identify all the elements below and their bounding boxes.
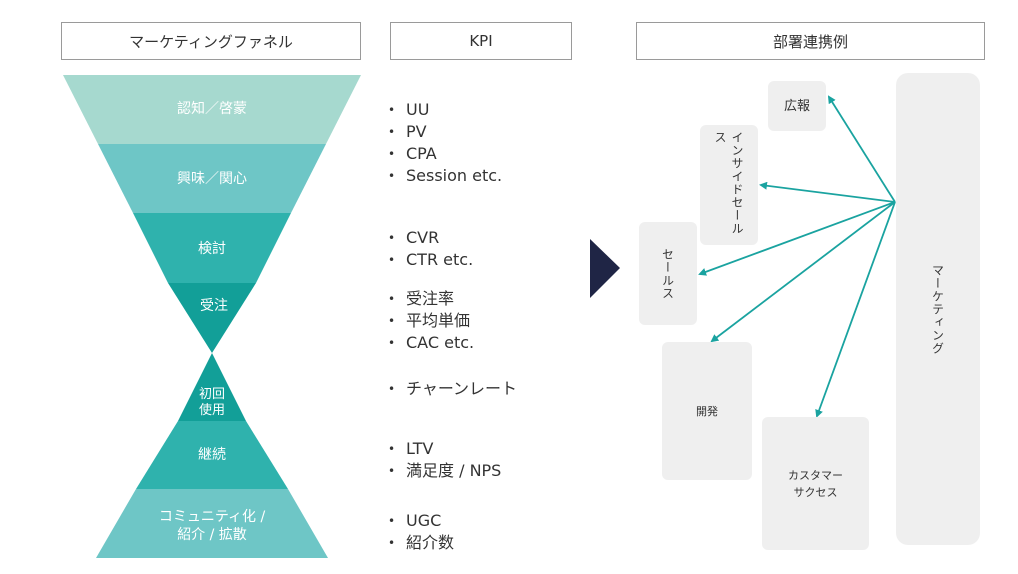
- kpi-item: Session etc.: [388, 165, 502, 187]
- funnel-label-first-use-2: 使用: [199, 402, 225, 418]
- arrow-right-icon: [590, 239, 620, 298]
- dept-sales: セールス: [639, 222, 697, 325]
- dept-inside-sales-label: インサイドセールス: [713, 131, 744, 235]
- kpi-item: PV: [388, 121, 502, 143]
- funnel-stage-interest: [98, 144, 326, 213]
- dept-sales-label: セールス: [660, 247, 675, 300]
- funnel-label-retention: 継続: [198, 446, 226, 463]
- kpi-item: チャーンレート: [388, 378, 517, 400]
- dept-header: 部署連携例: [636, 22, 985, 60]
- funnel-label-first-use-1: 初回: [199, 387, 225, 402]
- kpi-list-awareness: UU PV CPA Session etc.: [388, 99, 502, 187]
- funnel-label-awareness: 認知／啓蒙: [177, 100, 247, 117]
- kpi-item: 受注率: [388, 288, 474, 310]
- funnel-stage-retention: [136, 421, 288, 489]
- dept-inside-sales: インサイドセールス: [700, 125, 758, 245]
- dept-dev-label: 開発: [696, 404, 718, 418]
- funnel-label-community-2: 紹介 / 拡散: [177, 527, 247, 543]
- funnel-stage-order: [168, 283, 256, 353]
- kpi-list-consideration: CVR CTR etc.: [388, 227, 473, 271]
- kpi-item: CVR: [388, 227, 473, 249]
- funnel-stage-awareness: [63, 75, 361, 144]
- dept-dev: 開発: [662, 342, 752, 480]
- kpi-list-first-use: チャーンレート: [388, 378, 517, 400]
- kpi-item: CAC etc.: [388, 332, 474, 354]
- kpi-header: KPI: [390, 22, 572, 60]
- kpi-item: CPA: [388, 143, 502, 165]
- kpi-item: LTV: [388, 438, 501, 460]
- funnel-header: マーケティングファネル: [61, 22, 361, 60]
- funnel-label-community-1: コミュニティ化 /: [159, 509, 266, 525]
- arrow-to-cs: [815, 201, 896, 418]
- kpi-item: CTR etc.: [388, 249, 473, 271]
- kpi-item: 紹介数: [388, 532, 454, 554]
- dept-pr-label: 広報: [783, 98, 810, 114]
- funnel-label-order: 受注: [200, 298, 228, 314]
- kpi-item: UGC: [388, 510, 454, 532]
- funnel-header-label: マーケティングファネル: [129, 32, 293, 51]
- kpi-list-order: 受注率 平均単価 CAC etc.: [388, 288, 474, 354]
- funnel-label-consideration: 検討: [198, 241, 226, 257]
- kpi-item: 満足度 / NPS: [388, 460, 501, 482]
- funnel-stage-community: [96, 489, 328, 558]
- funnel-stage-consideration: [133, 213, 291, 283]
- kpi-item: UU: [388, 99, 502, 121]
- dept-marketing: マーケティング: [896, 73, 980, 545]
- arrow-to-sales: [698, 201, 896, 276]
- arrow-to-pr: [827, 95, 896, 203]
- dept-customer-success: カスタマー サクセス: [762, 417, 869, 550]
- dept-cs-label-1: カスタマー: [788, 468, 843, 482]
- dept-pr: 広報: [768, 81, 826, 131]
- kpi-item: 平均単価: [388, 310, 474, 332]
- kpi-header-label: KPI: [469, 32, 493, 50]
- funnel-stage-first-use: [178, 353, 246, 421]
- kpi-list-retention: LTV 満足度 / NPS: [388, 438, 501, 482]
- arrow-to-dev: [710, 201, 896, 343]
- dept-cs-label-2: サクセス: [793, 485, 838, 499]
- dept-marketing-label: マーケティング: [930, 263, 945, 355]
- funnel-label-interest: 興味／関心: [177, 171, 247, 187]
- kpi-list-community: UGC 紹介数: [388, 510, 454, 554]
- arrow-to-inside-sales: [759, 181, 896, 203]
- dept-header-label: 部署連携例: [772, 32, 848, 51]
